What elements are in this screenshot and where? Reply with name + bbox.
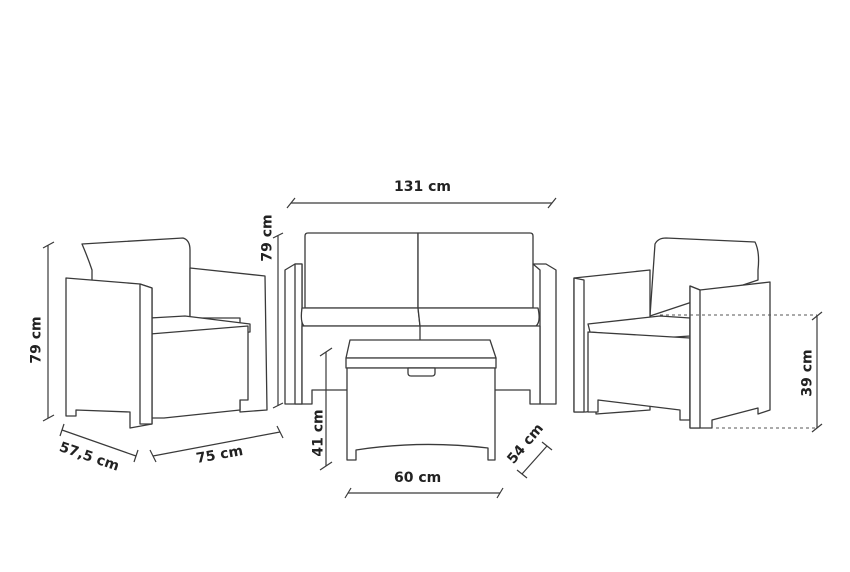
seat-height-label: 39 cm xyxy=(799,349,816,397)
coffee-table-drawing xyxy=(345,339,497,461)
chair-height-label: 79 cm xyxy=(28,316,45,364)
table-width-label: 60 cm xyxy=(394,470,442,486)
dimension-lines xyxy=(42,197,823,499)
table-height-label: 41 cm xyxy=(310,409,327,457)
sofa-width-label: 131 cm xyxy=(394,179,451,195)
sofa-height-label: 79 cm xyxy=(259,214,276,262)
armchair-left-drawing xyxy=(65,237,268,429)
armchair-right-drawing xyxy=(573,237,771,429)
